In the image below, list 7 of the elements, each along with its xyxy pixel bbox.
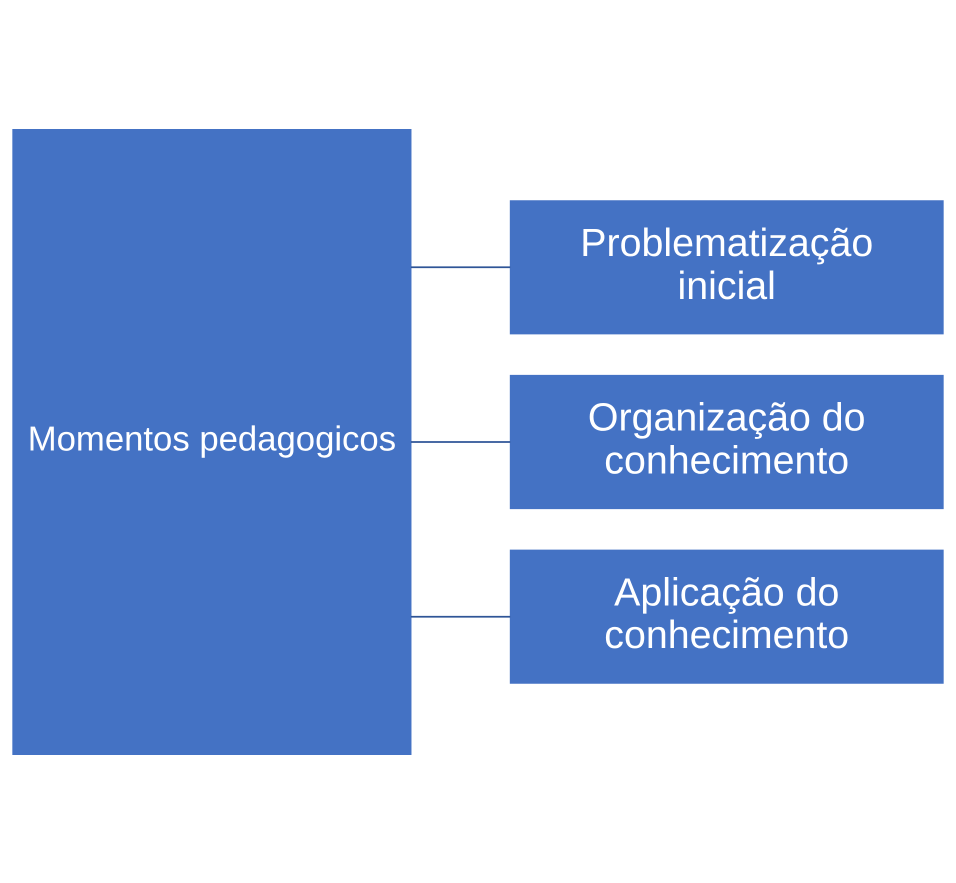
node-box: Organização do conhecimento (510, 374, 944, 509)
connector (410, 615, 510, 618)
connector (410, 266, 510, 268)
connector (410, 440, 510, 442)
node-box: Momentos pedagogicos (12, 128, 412, 754)
node-box: Aplicação do conhecimento (510, 549, 944, 684)
node-box: Problematização inicial (510, 200, 944, 334)
